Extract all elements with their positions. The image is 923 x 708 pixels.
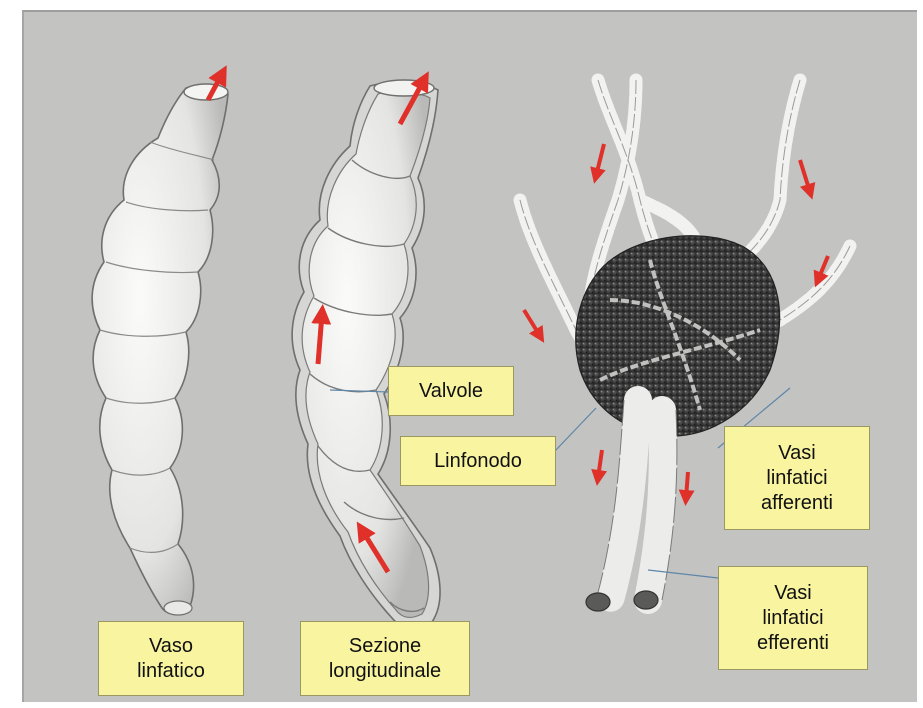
label-line: Linfonodo — [434, 449, 522, 474]
sezione-longitudinale-vessel — [292, 80, 440, 627]
label-line: Vasi — [774, 581, 811, 606]
flow-arrow-icon — [598, 450, 602, 478]
label-vaso-linfatico: Vaso linfatico — [98, 621, 244, 696]
vaso-linfatico-vessel — [92, 84, 228, 615]
label-line: Sezione — [349, 634, 421, 659]
flow-arrow-icon — [800, 160, 810, 192]
label-linfonodo: Linfonodo — [400, 436, 556, 486]
label-line: afferenti — [761, 491, 833, 516]
label-line: linfatici — [762, 606, 823, 631]
label-line: Vasi — [778, 441, 815, 466]
label-line: Vaso — [149, 634, 193, 659]
label-line: efferenti — [757, 631, 829, 656]
label-vasi-afferenti: Vasi linfatici afferenti — [724, 426, 870, 530]
flow-arrow-icon — [686, 472, 688, 498]
label-line: linfatico — [137, 659, 205, 684]
label-line: longitudinale — [329, 659, 441, 684]
flow-arrow-icon — [524, 310, 540, 336]
label-valvole: Valvole — [388, 366, 514, 416]
label-vasi-efferenti: Vasi linfatici efferenti — [718, 566, 868, 670]
flow-arrow-icon — [596, 144, 604, 176]
label-sezione-longitudinale: Sezione longitudinale — [300, 621, 470, 696]
label-line: Valvole — [419, 379, 483, 404]
lymph-node-cluster — [520, 80, 850, 611]
label-line: linfatici — [766, 466, 827, 491]
